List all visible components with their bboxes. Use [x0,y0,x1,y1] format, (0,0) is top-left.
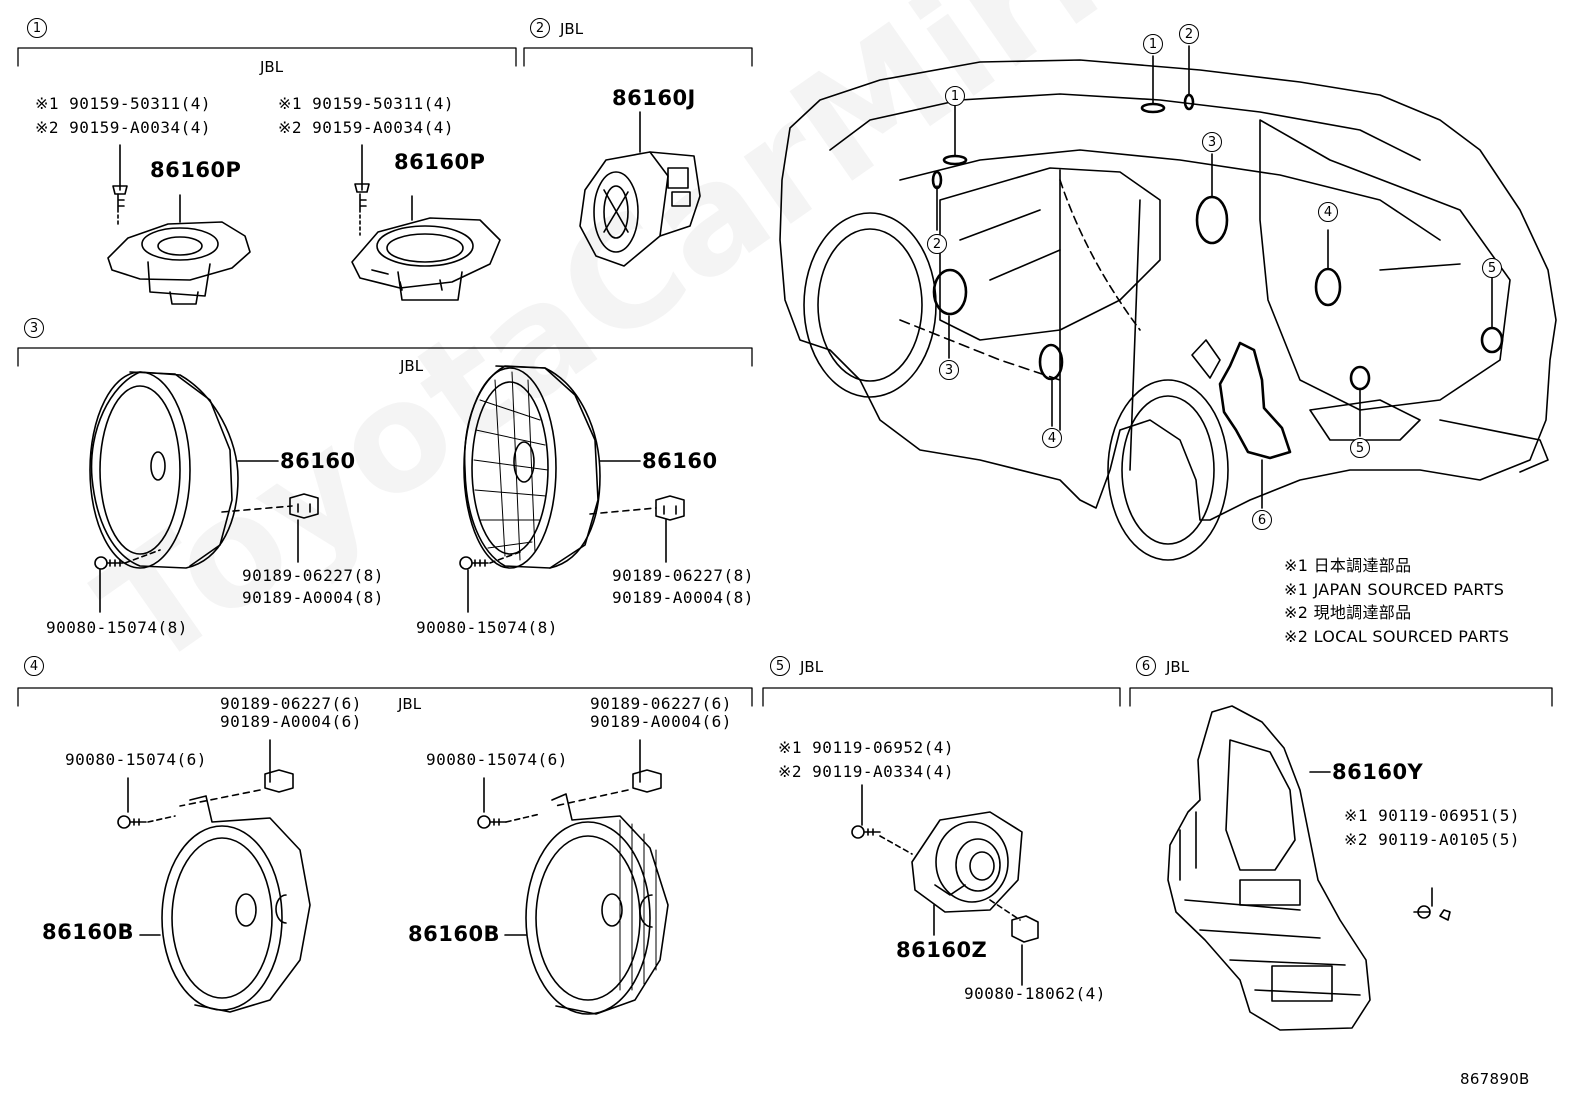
speaker-86160b-right-drawing [477,739,669,1015]
s1-right-part-number: 86160P [394,150,486,174]
section-1-number: 1 [27,18,47,38]
s1-left-part-number: 86160P [150,158,242,182]
subwoofer-86160y-drawing [1167,705,1451,1031]
s5-note-1: ※1 90119-06952(4) [778,738,955,757]
vehicle-callout-5a: 5 [1482,258,1502,278]
s3-left-screw: 90080-15074(8) [46,618,188,637]
speaker-86160z-drawing [851,784,1039,986]
s3-right-clip-2: 90189-A0004(8) [612,588,754,607]
section-brackets [17,47,1553,707]
speaker-86160-right-drawing [459,365,685,613]
s4-left-clip-1: 90189-06227(6) [220,694,362,713]
s4-left-part-number: 86160B [42,920,135,944]
s4-right-part-number: 86160B [408,922,501,946]
speaker-86160-left-drawing [89,371,319,613]
section-5-jbl-label: JBL [800,658,824,676]
speaker-86160b-left-drawing [117,739,311,1013]
legend-line-3: ※2 現地調達部品 [1284,603,1412,622]
s1-right-note-1: ※1 90159-50311(4) [278,94,455,113]
legend-line-2: ※1 JAPAN SOURCED PARTS [1284,580,1505,599]
section-1-jbl-label: JBL [260,58,284,76]
legend-line-4: ※2 LOCAL SOURCED PARTS [1284,627,1510,646]
s4-right-clip-2: 90189-A0004(6) [590,712,732,731]
s1-left-note-1: ※1 90159-50311(4) [35,94,212,113]
s3-left-clip-2: 90189-A0004(8) [242,588,384,607]
vehicle-callout-3b: 3 [1202,132,1222,152]
section-4-number: 4 [24,656,44,676]
section-3-jbl-label: JBL [400,357,424,375]
section-2-jbl-label: JBL [560,20,584,38]
s3-right-part-number: 86160 [642,449,718,473]
vehicle-callout-6: 6 [1252,510,1272,530]
vehicle-callout-3a: 3 [939,360,959,380]
section-5-number: 5 [770,656,790,676]
s5-nut: 90080-18062(4) [964,984,1106,1003]
section-6-jbl-label: JBL [1166,658,1190,676]
s4-right-screw: 90080-15074(6) [426,750,568,769]
vehicle-callout-2a: 2 [927,234,947,254]
vehicle-callout-2b: 2 [1179,24,1199,44]
s6-note-1: ※1 90119-06951(5) [1344,806,1521,825]
section-2-number: 2 [530,18,550,38]
tweeter-86160p-left-drawing [107,144,251,305]
vehicle-callout-4b: 4 [1318,202,1338,222]
s4-left-screw: 90080-15074(6) [65,750,207,769]
s2-part-number: 86160J [612,86,696,110]
s4-left-clip-2: 90189-A0004(6) [220,712,362,731]
vehicle-callout-1b: 1 [1143,34,1163,54]
s6-note-2: ※2 90119-A0105(5) [1344,830,1521,849]
s3-left-clip-1: 90189-06227(8) [242,566,384,585]
section-3-number: 3 [24,318,44,338]
vehicle-callout-1a: 1 [945,86,965,106]
tweeter-86160p-right-drawing [351,144,501,301]
reference-code: 867890B [1460,1070,1530,1088]
s5-note-2: ※2 90119-A0334(4) [778,762,955,781]
s3-right-clip-1: 90189-06227(8) [612,566,754,585]
s3-right-screw: 90080-15074(8) [416,618,558,637]
s5-part-number: 86160Z [896,938,988,962]
section-4-jbl-label: JBL [398,695,422,713]
speaker-86160j-drawing [579,111,701,267]
s4-right-clip-1: 90189-06227(6) [590,694,732,713]
legend-line-1: ※1 日本調達部品 [1284,556,1412,575]
s3-left-part-number: 86160 [280,449,356,473]
section-6-number: 6 [1136,656,1156,676]
vehicle-drawing [779,45,1557,561]
vehicle-callout-4a: 4 [1042,428,1062,448]
s1-right-note-2: ※2 90159-A0034(4) [278,118,455,137]
s1-left-note-2: ※2 90159-A0034(4) [35,118,212,137]
vehicle-callout-5b: 5 [1350,438,1370,458]
s6-part-number: 86160Y [1332,760,1424,784]
